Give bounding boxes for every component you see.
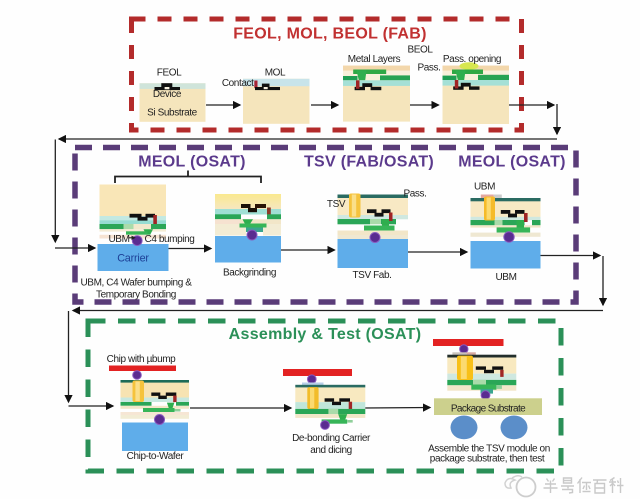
svg-text:UBM: UBM [108, 234, 129, 245]
svg-text:UBM, C4 Wafer bumping &: UBM, C4 Wafer bumping & [80, 278, 192, 289]
svg-text:Backgrinding: Backgrinding [223, 268, 276, 279]
svg-text:Contact: Contact [222, 78, 254, 89]
svg-text:TSV (FAB/OSAT): TSV (FAB/OSAT) [304, 154, 434, 171]
svg-text:Si Substrate: Si Substrate [147, 108, 198, 119]
svg-text:Chip-to-Wafer: Chip-to-Wafer [127, 451, 185, 462]
svg-text:FEOL: FEOL [157, 68, 182, 79]
svg-text:TSV: TSV [327, 199, 346, 210]
svg-text:Metal Layers: Metal Layers [348, 54, 401, 65]
svg-text:C4 bumping: C4 bumping [145, 234, 195, 245]
svg-text:UBM: UBM [495, 272, 516, 283]
svg-text:BEOL: BEOL [407, 45, 433, 56]
svg-text:Temporary Bonding: Temporary Bonding [96, 290, 176, 301]
svg-text:MEOL (OSAT): MEOL (OSAT) [458, 154, 566, 171]
svg-text:Assembly & Test (OSAT): Assembly & Test (OSAT) [229, 326, 422, 343]
svg-text:UBM: UBM [474, 182, 495, 193]
svg-text:MEOL (OSAT): MEOL (OSAT) [138, 154, 246, 171]
svg-text:Pass. opening: Pass. opening [443, 54, 501, 65]
svg-text:Device: Device [153, 89, 182, 100]
svg-text:Chip with µbump: Chip with µbump [107, 354, 177, 365]
svg-text:FEOL, MOL, BEOL (FAB): FEOL, MOL, BEOL (FAB) [233, 26, 427, 43]
svg-text:TSV Fab.: TSV Fab. [352, 270, 391, 281]
svg-text:De-bonding Carrier: De-bonding Carrier [292, 433, 371, 444]
svg-text:Carrier: Carrier [117, 253, 149, 265]
svg-text:Package Substrate: Package Substrate [451, 404, 526, 415]
svg-text:Pass.: Pass. [417, 63, 440, 74]
svg-text:MOL: MOL [265, 68, 286, 79]
svg-text:Assemble the TSV module on: Assemble the TSV module on [428, 443, 550, 454]
svg-text:package substrate, then test: package substrate, then test [430, 454, 545, 465]
svg-text:Pass.: Pass. [403, 189, 426, 200]
svg-text:and dicing: and dicing [310, 445, 352, 456]
